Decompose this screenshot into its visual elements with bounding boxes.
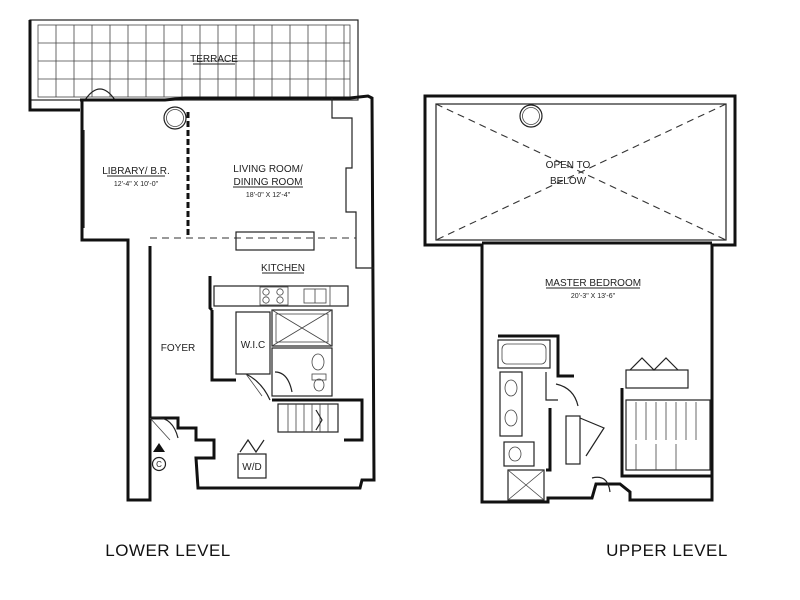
master-bedroom-label: MASTER BEDROOM [545,278,641,289]
living-label: LIVING ROOM/ [233,164,303,175]
living-dimensions: 18'-0" X 12'-4" [246,192,291,199]
lower-stairs [272,398,364,442]
column-circle [163,106,187,130]
kitchen-island [235,231,315,251]
entry-arrow-icon [153,443,165,452]
upper-stairs [620,357,712,478]
foyer-label: FOYER [161,343,195,354]
lower-level-plan: TERRACE LIBRARY/ B.R. 12'-4" X 10'-0" LI… [28,19,376,560]
column-circle-upper [519,104,543,128]
open-to-below-label-2: BELOW [550,176,587,187]
upper-level-title: UPPER LEVEL [606,541,728,560]
wic-bath-block [210,309,333,401]
master-bedroom-dimensions: 20'-3" X 13'-6" [571,293,616,300]
library-dimensions: 12'-4" X 10'-0" [114,181,159,188]
upper-level-plan: OPEN TO BELOW MASTER BEDROOM 20'-3" X 13… [423,94,737,560]
wd-closet [237,438,267,479]
terrace-grid [38,25,350,97]
upper-closet [565,415,611,493]
lower-outer-wall [80,94,376,502]
terrace-label: TERRACE [190,54,238,65]
kitchen-label: KITCHEN [261,263,305,274]
kitchen-counter [208,276,349,312]
entry-marker-label: C [156,460,162,469]
lower-level-title: LOWER LEVEL [105,541,231,560]
terrace-area [28,19,359,112]
dining-label: DINING ROOM [234,177,303,188]
upper-bathroom [497,334,579,501]
library-label: LIBRARY/ B.R. [102,166,170,177]
open-to-below-label-1: OPEN TO [546,160,591,171]
wd-label: W/D [242,462,261,473]
wic-label: W.I.C [241,340,265,351]
entry-marker [151,456,167,472]
